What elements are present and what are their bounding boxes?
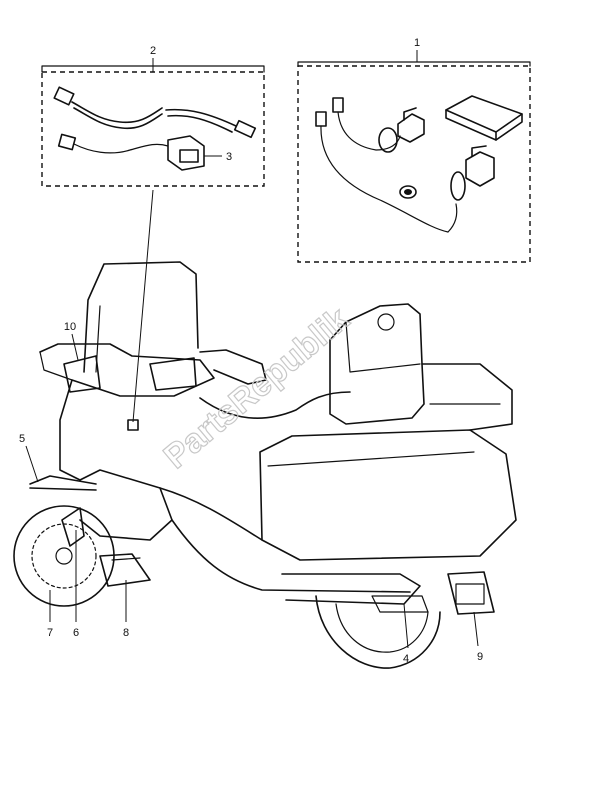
callout-3: 3 bbox=[226, 151, 232, 163]
motorcycle-illustration bbox=[13, 261, 517, 669]
switch-icon bbox=[167, 135, 205, 171]
fairing-light-left bbox=[63, 355, 101, 393]
light-housing-icon bbox=[465, 145, 495, 187]
front-wheel bbox=[13, 505, 115, 607]
switch-mount bbox=[127, 419, 139, 431]
kit-2-bracket bbox=[41, 65, 265, 73]
switch-cable-icon bbox=[57, 133, 169, 154]
fork-reflector bbox=[61, 507, 85, 547]
license-light bbox=[447, 571, 495, 615]
windscreen bbox=[83, 261, 199, 373]
callout-7: 7 bbox=[47, 627, 53, 639]
rear-light-icon bbox=[377, 313, 395, 331]
kit-2-dashed-box bbox=[41, 71, 265, 187]
watermark: PartsRepublik bbox=[157, 300, 357, 476]
kit-1-group bbox=[297, 50, 531, 263]
kit-1-dashed-box bbox=[297, 65, 531, 263]
footboard bbox=[99, 553, 151, 587]
fairing-light-right bbox=[149, 357, 197, 391]
kit-1-bracket bbox=[297, 61, 531, 67]
kit-2-group bbox=[41, 58, 265, 187]
exhaust-pipe bbox=[281, 573, 421, 605]
rear-wheel bbox=[315, 595, 441, 669]
harness-cable-icon bbox=[165, 108, 257, 139]
light-harness-icon bbox=[315, 97, 466, 233]
fairing bbox=[39, 343, 215, 541]
kit-2-leader-line bbox=[132, 189, 154, 423]
callout-1: 1 bbox=[414, 37, 420, 49]
callout-5: 5 bbox=[19, 433, 25, 445]
callout-9: 9 bbox=[477, 651, 483, 663]
light-bracket-icon bbox=[397, 107, 425, 143]
harness-connector-icon bbox=[53, 86, 163, 130]
callout-8: 8 bbox=[123, 627, 129, 639]
grommet-icon bbox=[399, 185, 417, 199]
callout-10: 10 bbox=[64, 321, 76, 333]
callout-4: 4 bbox=[403, 653, 409, 665]
reflector-plate-icon bbox=[445, 95, 523, 141]
front-fender-trim bbox=[29, 475, 97, 485]
callout-2: 2 bbox=[150, 45, 156, 57]
saddlebag bbox=[259, 429, 517, 561]
callout-6: 6 bbox=[73, 627, 79, 639]
